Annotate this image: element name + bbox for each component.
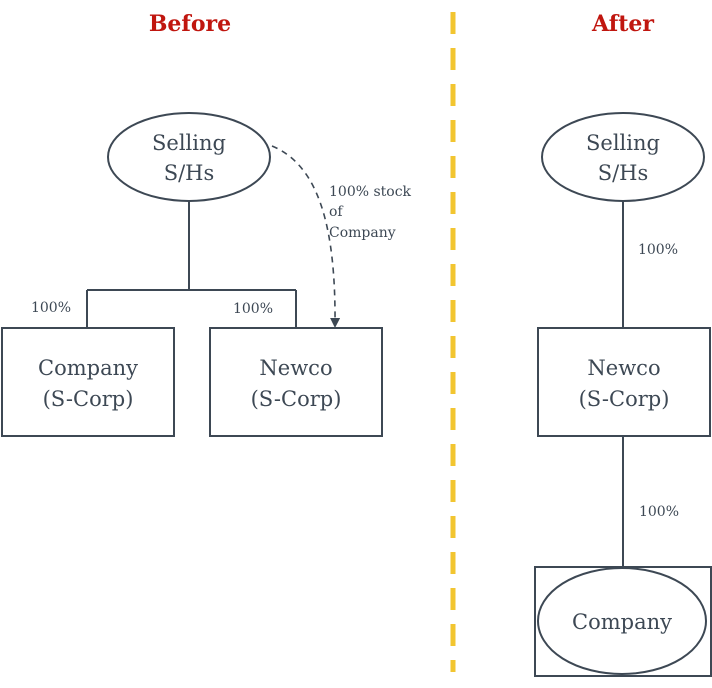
before-selling-shareholders-node: Selling S/Hs [107,112,271,202]
before-company-ownership-label: 100% [31,300,71,316]
after-company-label: Company [572,610,672,634]
after-newco-node: Newco (S-Corp) [537,327,711,437]
before-heading: Before [149,11,231,37]
before-company-node: Company (S-Corp) [1,327,175,437]
before-company-line1: Company [38,356,138,380]
before-newco-line2: (S-Corp) [251,387,342,411]
after-newco-line2: (S-Corp) [579,387,670,411]
after-selling-line1: Selling [586,131,660,155]
after-company-node: Company [534,566,712,677]
transfer-label-line1: 100% stock [329,184,412,200]
before-newco-node: Newco (S-Corp) [209,327,383,437]
after-selling-shareholders-node: Selling S/Hs [541,112,705,202]
after-heading: After [591,11,654,37]
after-newco-ownership-label: 100% [638,242,678,258]
stock-transfer-arrow [271,145,341,328]
before-selling-line1: Selling [152,131,226,155]
after-selling-line2: S/Hs [598,161,649,185]
transfer-label-line2: of [329,204,344,220]
before-newco-ownership-label: 100% [233,301,273,317]
after-newco-line1: Newco [587,356,660,380]
before-newco-line1: Newco [259,356,332,380]
transfer-label-line3: Company [329,225,396,241]
before-company-line2: (S-Corp) [43,387,134,411]
before-selling-line2: S/Hs [164,161,215,185]
after-company-ownership-label: 100% [639,504,679,520]
